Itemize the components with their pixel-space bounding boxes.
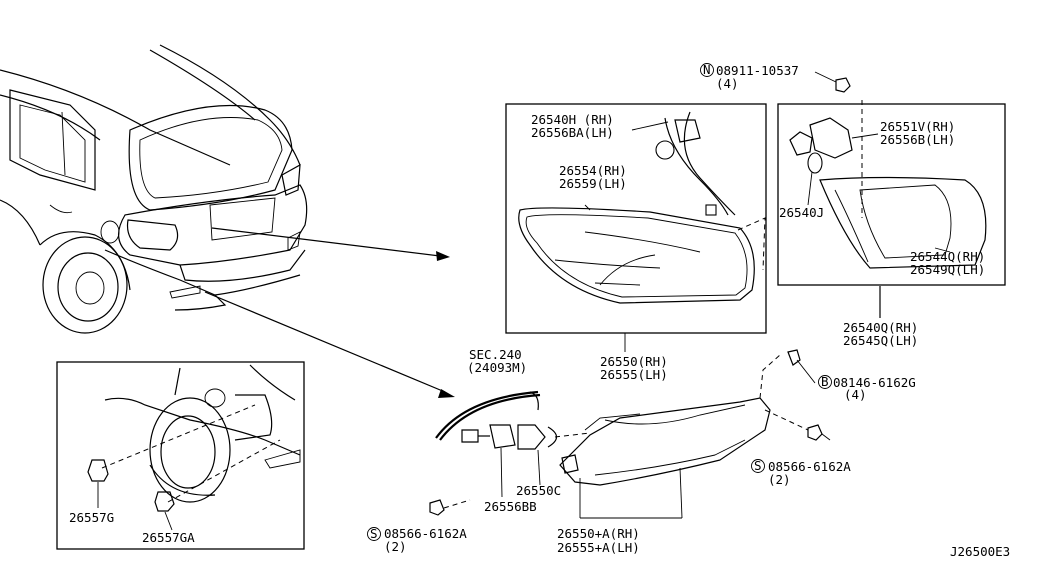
callout-sec240: SEC.240 xyxy=(469,347,522,362)
symbol-b: B xyxy=(821,374,829,389)
callout-26556ba: 26556BA(LH) xyxy=(531,125,614,140)
callout-26544q: 26544Q(RH) xyxy=(910,249,985,264)
callout-08146-qty: (4) xyxy=(844,387,867,402)
inner-lamp-drawing xyxy=(789,71,987,269)
outer-lamp-box xyxy=(505,103,767,334)
inner-lamp-box xyxy=(777,103,1006,286)
symbol-n: N xyxy=(703,62,711,77)
bolt-symbol-icon xyxy=(818,375,832,389)
callout-26556b: 26556B(LH) xyxy=(880,132,955,147)
callout-26549q: 26549Q(LH) xyxy=(910,262,985,277)
callout-26540j: 26540J xyxy=(779,205,824,220)
callout-26550c: 26550C xyxy=(516,483,561,498)
callout-26540h: 26540H (RH) xyxy=(531,112,614,127)
callout-labels: N 08911-10537 (4) 26540H (RH) 26556BA(LH… xyxy=(69,62,1010,559)
callout-08566-left: 08566-6162A xyxy=(384,526,467,541)
callout-08566-left-qty: (2) xyxy=(384,539,407,554)
nut-symbol-icon xyxy=(700,63,714,77)
callout-08911: 08911-10537 xyxy=(716,63,799,78)
callout-26559: 26559(LH) xyxy=(559,176,627,191)
callout-26557g: 26557G xyxy=(69,510,114,525)
inset-bumper-detail xyxy=(87,364,301,531)
callout-26556bb: 26556BB xyxy=(484,499,537,514)
callout-24093m: (24093M) xyxy=(467,360,527,375)
callout-26551v: 26551V(RH) xyxy=(880,119,955,134)
callout-26550: 26550(RH) xyxy=(600,354,668,369)
outer-lamp-drawing xyxy=(518,111,766,304)
screw-symbol-left-icon xyxy=(367,527,381,541)
inset-box xyxy=(56,361,305,550)
callout-26554: 26554(RH) xyxy=(559,163,627,178)
diagram-id: J26500E3 xyxy=(950,544,1010,559)
callout-08146: 08146-6162G xyxy=(833,375,916,390)
callout-08566-right: 08566-6162A xyxy=(768,459,851,474)
callout-08566-right-qty: (2) xyxy=(768,472,791,487)
callout-08911-qty: (4) xyxy=(716,76,739,91)
side-marker-drawing xyxy=(429,333,831,519)
callout-26550a: 26550+A(RH) xyxy=(557,526,640,541)
vehicle-rear-illustration xyxy=(0,44,308,334)
callout-26557ga: 26557GA xyxy=(142,530,195,545)
screw-symbol-right-icon xyxy=(751,459,765,473)
symbol-s-left: S xyxy=(370,526,378,541)
callout-26540q: 26540Q(RH) xyxy=(843,320,918,335)
callout-26555a: 26555+A(LH) xyxy=(557,540,640,555)
callout-26545q: 26545Q(LH) xyxy=(843,333,918,348)
callout-26555: 26555(LH) xyxy=(600,367,668,382)
leader-arrows xyxy=(204,227,455,398)
symbol-s-right: S xyxy=(754,458,762,473)
